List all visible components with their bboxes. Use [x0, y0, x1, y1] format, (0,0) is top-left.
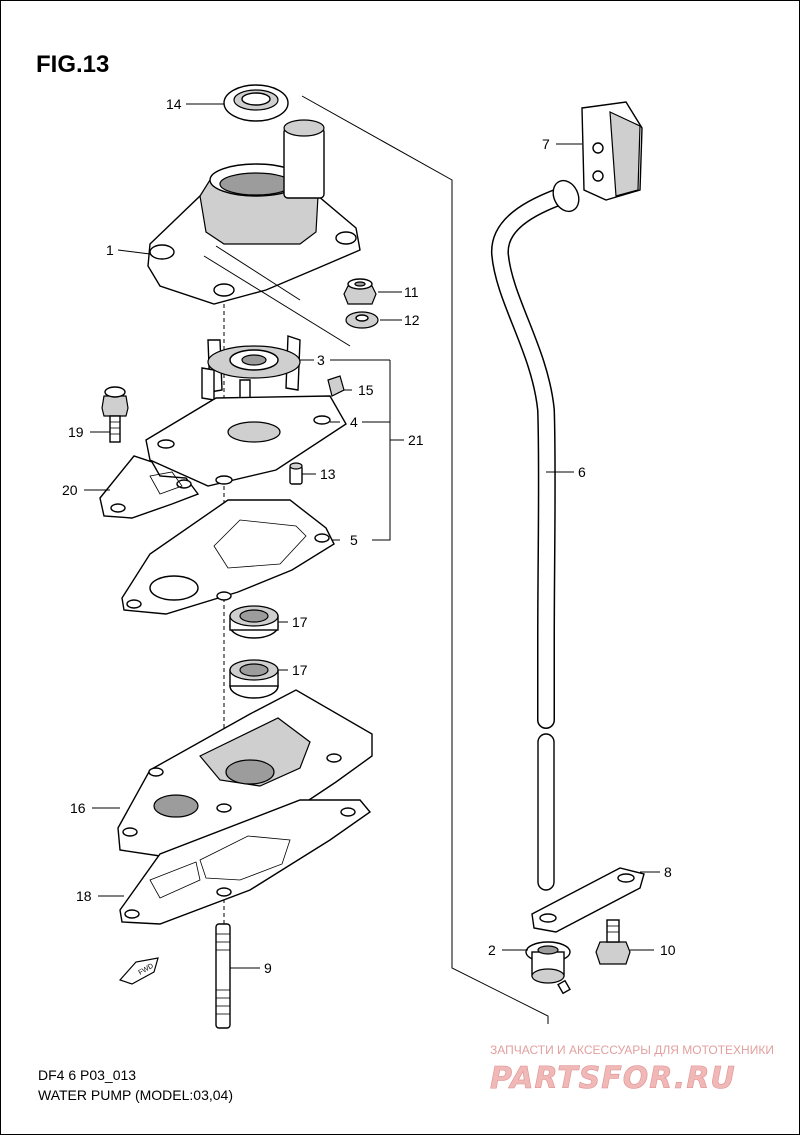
part-11-nut — [343, 278, 377, 305]
part-17-seal-lower — [229, 659, 279, 699]
callout-10: 10 — [660, 942, 676, 958]
part-10-bolt — [595, 919, 631, 965]
diagram-caption: WATER PUMP (MODEL:03,04) — [38, 1087, 233, 1103]
callout-11: 11 — [404, 284, 419, 300]
model-code: DF4 6 P03_013 — [38, 1067, 136, 1083]
part-5-gasket — [121, 499, 335, 615]
part-15-key — [327, 375, 345, 397]
callout-1: 1 — [106, 242, 114, 258]
callout-21: 21 — [408, 432, 424, 448]
callout-7: 7 — [542, 136, 550, 152]
part-12-washer — [345, 311, 379, 329]
callout-16: 16 — [70, 800, 86, 816]
callout-labels: 14 1 7 11 12 3 15 19 4 21 20 13 6 5 17 1… — [62, 96, 676, 976]
part-4-liner-plate — [145, 395, 347, 487]
part-14-oil-seal — [223, 84, 289, 122]
part-18-gasket — [119, 799, 372, 925]
callout-2: 2 — [488, 942, 496, 958]
callout-3: 3 — [317, 352, 325, 368]
callout-14: 14 — [166, 96, 182, 112]
callout-12: 12 — [404, 312, 420, 328]
callout-20: 20 — [62, 482, 78, 498]
watermark: ЗАПЧАСТИ И АКСЕССУАРЫ ДЛЯ МОТОТЕХНИКИ PA… — [490, 1043, 774, 1096]
leader-lines — [84, 103, 660, 969]
figure-title: FIG.13 — [36, 51, 109, 78]
part-19-bolt — [101, 386, 129, 443]
callout-13: 13 — [320, 466, 336, 482]
assembly-guide-line — [301, 95, 549, 1024]
part-16-pump-case-lower — [117, 689, 373, 857]
callout-17-upper: 17 — [292, 614, 308, 630]
part-2-collar — [525, 941, 571, 995]
part-17-seal-upper — [229, 605, 279, 639]
fwd-direction-marker: FWD — [118, 957, 159, 985]
part-1-pump-case — [147, 119, 361, 347]
part-13-dowel-pin — [289, 462, 303, 485]
callout-19: 19 — [68, 424, 84, 440]
part-9-stud — [215, 923, 231, 1029]
callout-6: 6 — [578, 464, 586, 480]
callout-18: 18 — [76, 888, 92, 904]
callout-8: 8 — [664, 864, 672, 880]
callout-17-lower: 17 — [292, 662, 308, 678]
callout-4: 4 — [350, 414, 358, 430]
part-6-water-tube — [491, 179, 580, 891]
watermark-brand: PARTSFOR.RU — [490, 1061, 736, 1096]
callout-15: 15 — [358, 382, 374, 398]
part-7-grommet — [581, 101, 643, 201]
watermark-tagline: ЗАПЧАСТИ И АКСЕССУАРЫ ДЛЯ МОТОТЕХНИКИ — [490, 1043, 774, 1057]
callout-9: 9 — [264, 960, 272, 976]
part-8-clamp — [531, 867, 645, 933]
part-20-plate — [99, 455, 200, 519]
callout-5: 5 — [350, 532, 358, 548]
